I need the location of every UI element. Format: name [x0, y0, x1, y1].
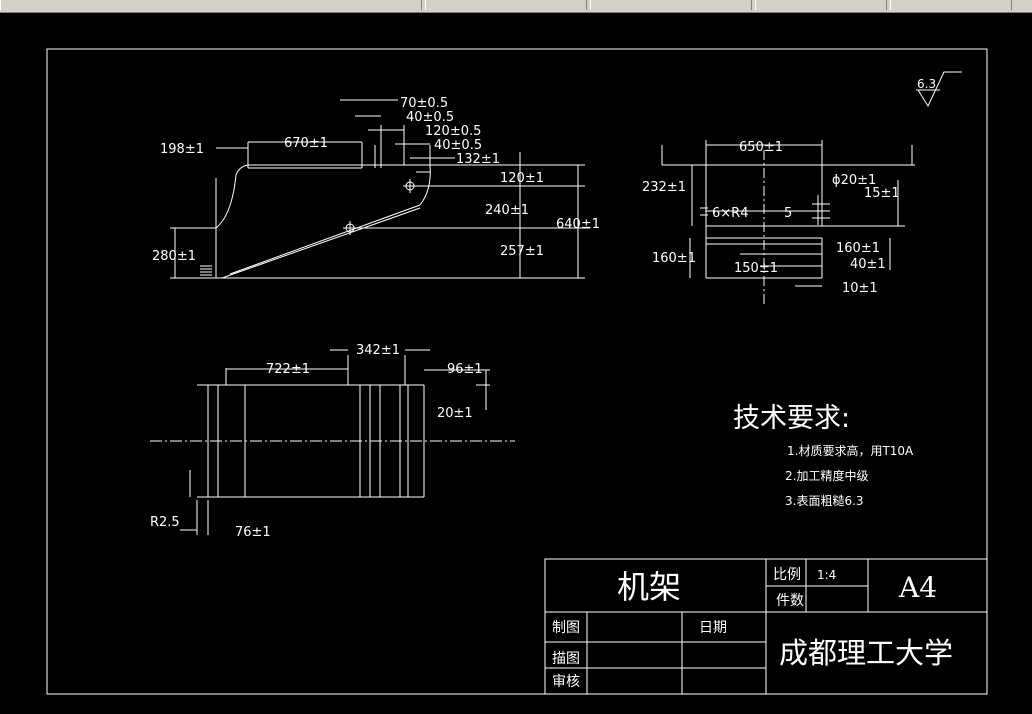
school-name: 成都理工大学 [779, 636, 953, 670]
dim-10: 10±1 [842, 281, 878, 296]
dim-160b: 160±1 [836, 241, 880, 256]
roughness-symbol [916, 71, 962, 108]
drawn-by-label: 制图 [552, 620, 580, 636]
dim-120b: 120±1 [500, 171, 544, 186]
front-view [170, 99, 590, 279]
date-label: 日期 [699, 620, 727, 636]
toolbar-segment[interactable] [0, 0, 422, 10]
cad-toolbar[interactable] [0, 0, 1032, 13]
dim-342: 342±1 [356, 343, 400, 358]
dim-96: 96±1 [447, 362, 483, 377]
dim-5: 5 [784, 206, 792, 221]
dim-257: 257±1 [500, 244, 544, 259]
drawing-frame [46, 48, 988, 695]
drawing-title: 机架 [617, 568, 681, 606]
toolbar-segment[interactable] [425, 0, 587, 10]
tech-req-item-1: 1.材质要求高，用T10A [787, 443, 914, 458]
dim-132: 132±1 [456, 152, 500, 167]
tech-req-heading: 技术要求: [733, 403, 850, 434]
roughness-value: 6.3 [917, 77, 936, 91]
dim-280: 280±1 [152, 249, 196, 264]
toolbar-segment[interactable] [890, 0, 1012, 10]
dim-15: 15±1 [864, 186, 900, 201]
top-view [150, 349, 515, 535]
dim-70: 70±0.5 [400, 96, 448, 111]
toolbar-segment[interactable] [755, 0, 887, 10]
dim-40: 40±1 [850, 257, 886, 272]
dim-198: 198±1 [160, 142, 204, 157]
tech-req-item-3: 3.表面粗糙6.3 [785, 494, 864, 508]
dim-640: 640±1 [556, 217, 600, 232]
dim-240: 240±1 [485, 203, 529, 218]
dim-232: 232±1 [642, 180, 686, 195]
dim-r2-5: R2.5 [150, 515, 180, 530]
dim-650: 650±1 [739, 140, 783, 155]
dim-120a: 120±0.5 [425, 124, 481, 139]
scale-label: 比例 [773, 567, 801, 583]
drawing-canvas[interactable]: 6.3 [0, 12, 1032, 714]
title-block [544, 558, 988, 695]
scale-value: 1:4 [817, 568, 836, 582]
dim-670: 670±1 [284, 136, 328, 151]
side-view [661, 140, 915, 305]
sheet-size: A4 [898, 571, 937, 604]
dim-76: 76±1 [235, 525, 271, 540]
dim-722: 722±1 [266, 362, 310, 377]
dim-6xr4: 6×R4 [712, 206, 748, 221]
dim-phi20: ϕ20±1 [832, 173, 876, 188]
count-label: 件数 [776, 593, 804, 609]
dim-40a: 40±0.5 [406, 110, 454, 125]
toolbar-segment[interactable] [590, 0, 752, 10]
dim-20: 20±1 [437, 406, 473, 421]
dim-40b: 40±0.5 [434, 138, 482, 153]
tech-req-item-2: 2.加工精度中级 [785, 468, 868, 483]
dim-150: 150±1 [734, 261, 778, 276]
checked-by-label: 审核 [552, 674, 580, 690]
dim-160a: 160±1 [652, 251, 696, 266]
traced-by-label: 描图 [552, 651, 580, 667]
